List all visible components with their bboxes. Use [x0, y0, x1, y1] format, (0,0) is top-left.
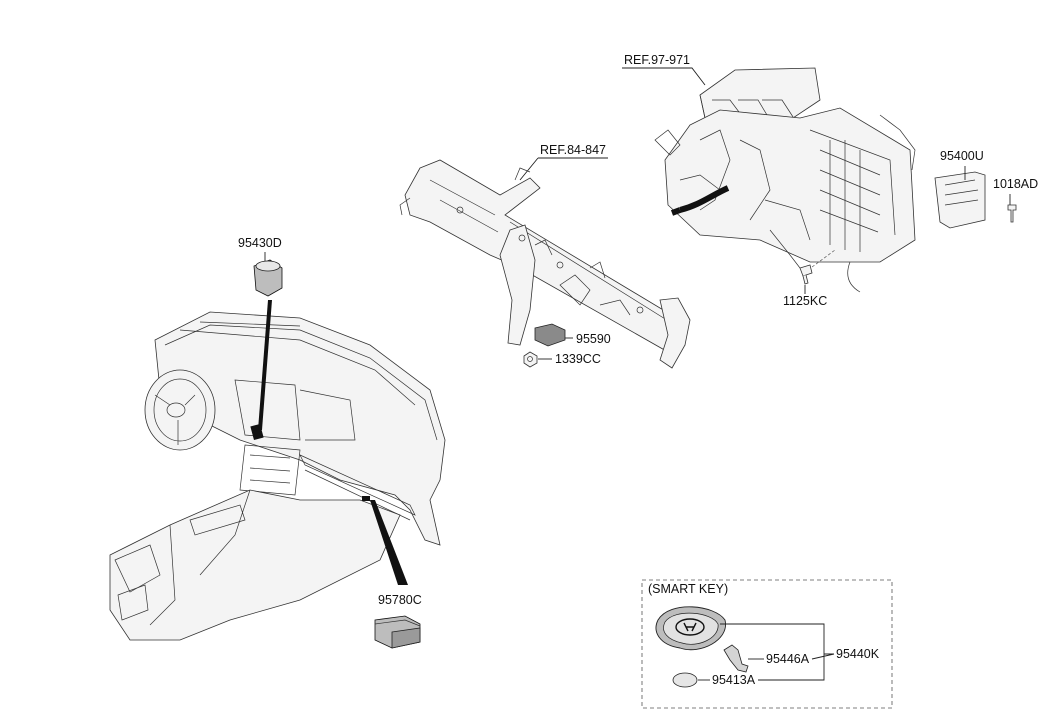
label-95590: 95590: [576, 332, 611, 346]
ref-cowl-label: REF.84-847: [540, 143, 606, 157]
label-95446A: 95446A: [766, 652, 810, 666]
label-1339CC: 1339CC: [555, 352, 601, 366]
module-95400U: 95400U: [934, 149, 986, 229]
module-95590: 95590: [534, 323, 611, 347]
sensor-95430D: 95430D: [238, 236, 283, 430]
module-95780C: 95780C: [370, 500, 422, 649]
smart-key-box: (SMART KEY) 95446A 95413A 95440K: [641, 579, 893, 709]
label-95430D: 95430D: [238, 236, 282, 250]
smart-key-title: (SMART KEY): [648, 582, 728, 596]
nut-1339CC: 1339CC: [523, 351, 601, 368]
label-1018AD: 1018AD: [993, 177, 1038, 191]
ref-hvac-label: REF.97-971: [624, 53, 690, 67]
screw-1018AD: 1018AD: [993, 177, 1038, 223]
ref-hvac-callout: REF.97-971: [622, 53, 706, 86]
key-blade: [723, 644, 749, 673]
ref-cowl-callout: REF.84-847: [519, 143, 608, 181]
label-95400U: 95400U: [940, 149, 984, 163]
coin-battery: [672, 672, 698, 688]
label-95440K: 95440K: [836, 647, 880, 661]
label-95780C: 95780C: [378, 593, 422, 607]
cowl-cross-bar: [399, 159, 691, 369]
bolt-1125KC: 1125KC: [783, 249, 836, 308]
label-1125KC: 1125KC: [783, 294, 827, 308]
label-95413A: 95413A: [712, 673, 756, 687]
key-fob: [655, 606, 726, 651]
hvac-unit: [654, 67, 916, 293]
dashboard-assembly: [109, 311, 446, 641]
